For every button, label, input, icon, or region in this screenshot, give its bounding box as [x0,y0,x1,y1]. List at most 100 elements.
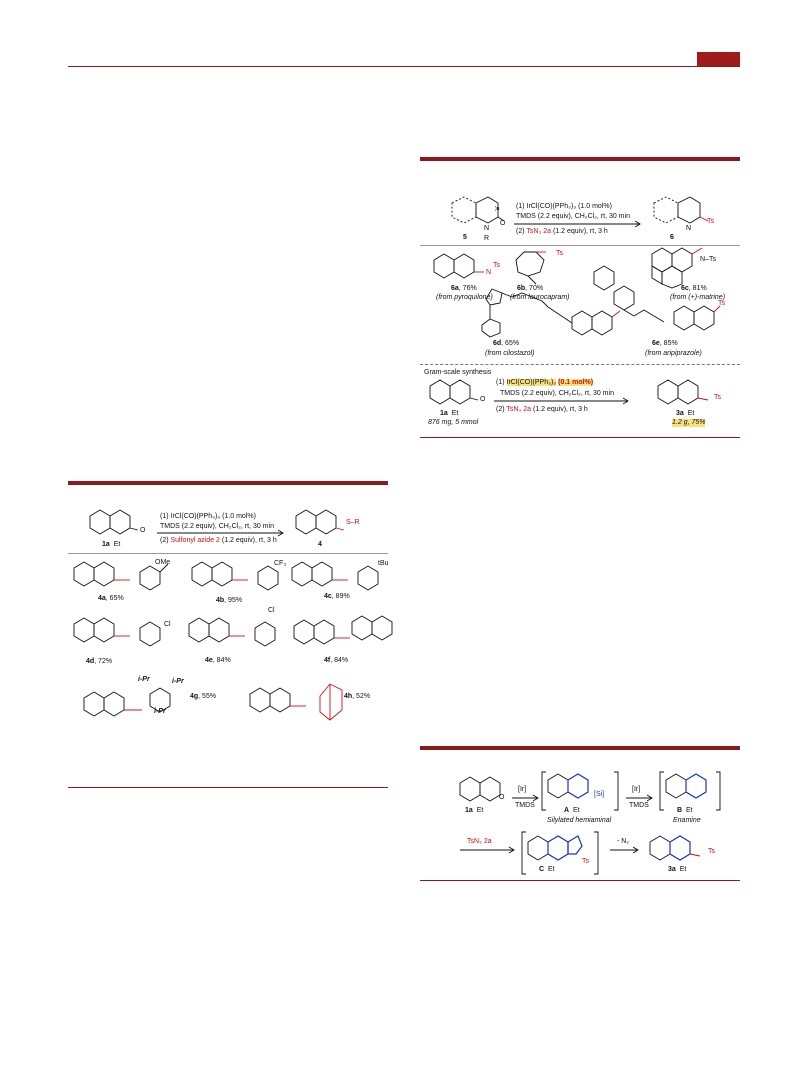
gram-arrow [494,397,629,405]
scheme2-product-structure [295,509,345,535]
product-4c-label: 4c, 89% [324,593,350,600]
product-6e-structure [593,265,721,331]
scheme1-start-structure: )n N [451,196,505,232]
mech-azide: TsN₃ 2a [467,838,492,845]
product-6c-structure [651,247,703,289]
product-6d-source: (from cilostazol) [485,350,535,357]
scheme2-so2r: S–R [346,519,360,526]
product-6a-ts: Ts [493,262,500,269]
product-4h-label: 4h, 52% [344,693,371,700]
scheme1-ts: Ts [707,218,714,225]
mech-1a-carbonyl: O [499,794,505,801]
scheme2-bottom-rule [68,787,388,788]
product-4f-label: 4f, 84% [324,657,349,664]
header-tab [697,52,740,66]
mech-B-caption: Enamine [673,817,701,824]
mech-C-label: C Et [539,866,555,873]
mech-3a-structure [649,835,701,861]
scheme2-start-structure [89,509,139,535]
mech-1a-structure [459,776,501,802]
product-6c-n-ts: N–Ts [700,256,716,263]
product-4d-label: 4d, 72% [86,658,113,665]
product-4b-structure [191,561,279,591]
scheme1-product-label: 6 [670,234,674,241]
mech-A-label: A Et [564,807,580,814]
scheme2-arrow [157,529,284,537]
mech-B-label: B Et [677,807,693,814]
product-4c-sub: tBu [378,560,389,567]
mech-step1-silane: TMDS [515,802,535,809]
product-4b-label: 4b, 95% [216,597,243,604]
gram-start-amount: 876 mg, 5 mmol [428,419,479,426]
scheme1-start-label: 5 [463,234,467,241]
mech-3a-label: 3a Et [668,866,687,873]
mech-step1-reagent: [Ir] [518,786,527,793]
gram-start-label: 1a Et [440,410,459,417]
product-6c-source: (from (+)-matrine) [670,294,726,301]
gram-product-label: 3a Et [676,410,695,417]
product-4g-ipr-top: i-Pr [138,676,150,683]
product-6a-source: (from pyroquilone) [436,294,493,301]
scheme3-top-rule [420,746,740,750]
product-4b-sub: CF₃ [274,560,287,567]
scheme1-cond-tmds: TMDS (2.2 equiv), CH₂Cl₂, rt, 30 min [516,213,630,220]
mech-A-silyl: [Si] [594,791,605,798]
product-4a-label: 4a, 65% [98,595,124,602]
scheme1-top-rule [420,157,740,161]
gram-product-amount: 1.2 g, 75% [672,419,706,427]
product-4g-structure [83,687,171,717]
gram-carbonyl: O [480,396,486,403]
scheme3-bottom-rule [420,880,740,881]
product-6e-label: 6e, 85% [652,340,678,347]
scheme1-product-structure: N [653,196,709,232]
product-4a-sub: OMe [155,559,171,566]
product-6a-label: 6a, 76% [451,285,477,292]
mech-arrow4 [610,846,639,854]
mech-B-structure [659,771,721,811]
scheme2-cond-step2: (2) Sulfonyl azide 2 (1.2 equiv), rt, 3 … [160,537,277,544]
scheme1-dashed-divider [420,364,740,365]
product-4g-ipr-bottom: i-Pr [154,708,166,715]
gram-tmds: TMDS (2.2 equiv), CH₂Cl₂, rt, 30 min [500,390,614,397]
product-6d-structure [481,288,621,338]
mech-step2-silane: TMDS [629,802,649,809]
scheme1-divider [420,245,740,246]
product-4d-structure [73,617,161,647]
scheme2-divider [68,553,388,554]
product-6d-label: 6d, 65% [493,340,520,347]
mech-3a-ts: Ts [708,848,715,855]
gram-step2: (2) TsN₃ 2a (1.2 equiv), rt, 3 h [496,406,588,413]
gram-title: Gram-scale synthesis [424,369,492,376]
gram-start-structure [429,379,479,405]
mech-loss: - N₂ [617,838,630,845]
product-6b-source: (from laurocapram) [510,294,570,301]
mech-C-structure [521,831,599,875]
product-4e-label: 4e, 84% [205,657,231,664]
mech-A-structure [541,771,619,811]
scheme2-cond-step1: (1) IrCl(CO)(PPh₃)₃ (1.0 mol%) [160,513,256,520]
product-6b-ts: Ts [556,250,563,257]
scheme2-carbonyl: O [140,527,146,534]
product-6b-structure [515,251,546,285]
svg-text:N: N [484,225,489,232]
scheme1-carbonyl: O [500,220,506,227]
mech-A-caption: Silylated hemiaminal [547,817,612,824]
svg-text:)n: )n [495,206,500,212]
product-6e-ts: Ts [718,300,725,307]
product-6b-label: 6b, 70% [517,285,544,292]
product-4h-structure [249,683,343,721]
product-6a-structure: N [433,253,491,279]
svg-text:N: N [686,225,691,232]
product-6e-source: (from aripiprazole) [645,350,702,357]
svg-text:N: N [486,269,491,276]
product-4a-structure [73,561,169,591]
scheme2-top-rule [68,481,388,485]
scheme1-cond-step1: (1) IrCl(CO)(PPh₃)₃ (1.0 mol%) [516,203,612,210]
product-4e-structure [188,617,276,647]
mech-arrow1 [512,794,539,802]
scheme2-product-label: 4 [318,541,322,548]
product-4e-sub: Cl [268,607,275,614]
scheme1-r-group: R [484,235,490,242]
mech-arrow2 [626,794,653,802]
mech-step2-reagent: [Ir] [632,786,641,793]
